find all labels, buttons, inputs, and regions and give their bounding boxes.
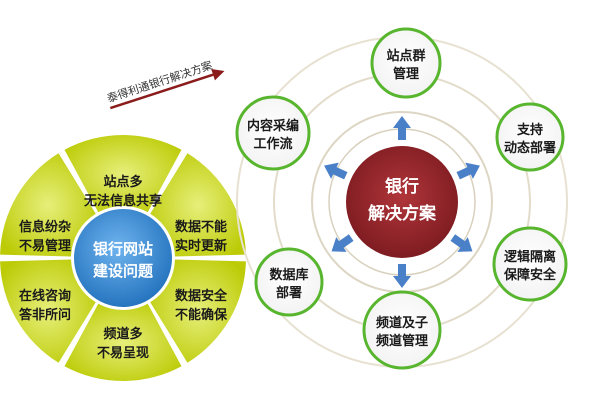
- wheel-segment-label: 不能确保: [175, 307, 228, 323]
- wheel-segment-label: 实时更新: [175, 238, 227, 254]
- solution-node-label: 数据库: [269, 267, 308, 283]
- solution-node-label: 逻辑隔离: [504, 249, 556, 265]
- problem-wheel: 银行网站 建设问题 站点多无法信息共享数据不能实时更新数据安全不能确保频道多不易…: [0, 135, 246, 381]
- wheel-segment: [150, 259, 246, 363]
- tagline-arrow-shaft: [109, 73, 214, 110]
- wheel-center-circle: [72, 207, 174, 309]
- solution-node-label: 频道及子: [376, 315, 428, 331]
- wheel-segment-label: 数据不能: [175, 219, 227, 235]
- wheel-segment-label: 频道多: [103, 326, 142, 342]
- wheel-segment: [0, 259, 96, 363]
- solution-node-label: 部署: [276, 285, 302, 301]
- solution-node-label: 动态部署: [504, 140, 556, 156]
- tagline-arrow-head: [211, 69, 225, 81]
- solution-node: [492, 226, 568, 302]
- solution-node-label: 内容采编: [247, 118, 299, 134]
- connector-arrow: [331, 234, 354, 252]
- tagline-group: 泰得利通银行解决方案: [105, 58, 225, 110]
- solution-node: [254, 247, 324, 317]
- solution-node: [495, 102, 565, 172]
- connector-arrow: [324, 162, 348, 180]
- wheel-segment: [64, 303, 182, 381]
- wheel-segment-label: 不易呈现: [97, 346, 149, 361]
- hub-line-1: 银行: [385, 176, 419, 197]
- connector-arrow: [450, 234, 473, 252]
- wheel-segment-label: 在线咨询: [19, 288, 71, 304]
- solution-node: [235, 95, 311, 171]
- solution-hub: [346, 146, 458, 258]
- wheel-segment-label: 无法信息共享: [83, 193, 162, 209]
- solution-node-label: 频道管理: [376, 333, 428, 349]
- wheel-segment-label: 数据安全: [175, 288, 228, 304]
- connector-arrow: [393, 264, 411, 288]
- hub-line-2: 解决方案: [368, 203, 437, 224]
- wheel-segment: [64, 135, 182, 213]
- solution-node: [370, 27, 442, 99]
- solution-node-label: 工作流: [253, 136, 292, 152]
- solution-node-label: 保障安全: [503, 267, 557, 283]
- wheel-center-line-1: 银行网站: [93, 240, 153, 258]
- solution-node-label: 支持: [516, 122, 543, 138]
- connector-arrow: [456, 162, 480, 180]
- connector-arrow: [393, 116, 411, 140]
- wheel-segment: [150, 153, 246, 257]
- wheel-segment: [0, 153, 96, 257]
- wheel-segment-label: 答非所问: [19, 307, 71, 323]
- wheel-segment-label: 不易管理: [19, 238, 71, 254]
- solution-node-label: 站点群: [386, 48, 425, 64]
- solution-node-label: 管理: [393, 66, 419, 82]
- wheel-center-line-2: 建设问题: [93, 262, 154, 280]
- wheel-segment-label: 站点多: [103, 174, 142, 190]
- solution-node: [362, 290, 442, 370]
- tagline-text: 泰得利通银行解决方案: [105, 58, 214, 105]
- wheel-segment-label: 信息纷杂: [19, 219, 71, 235]
